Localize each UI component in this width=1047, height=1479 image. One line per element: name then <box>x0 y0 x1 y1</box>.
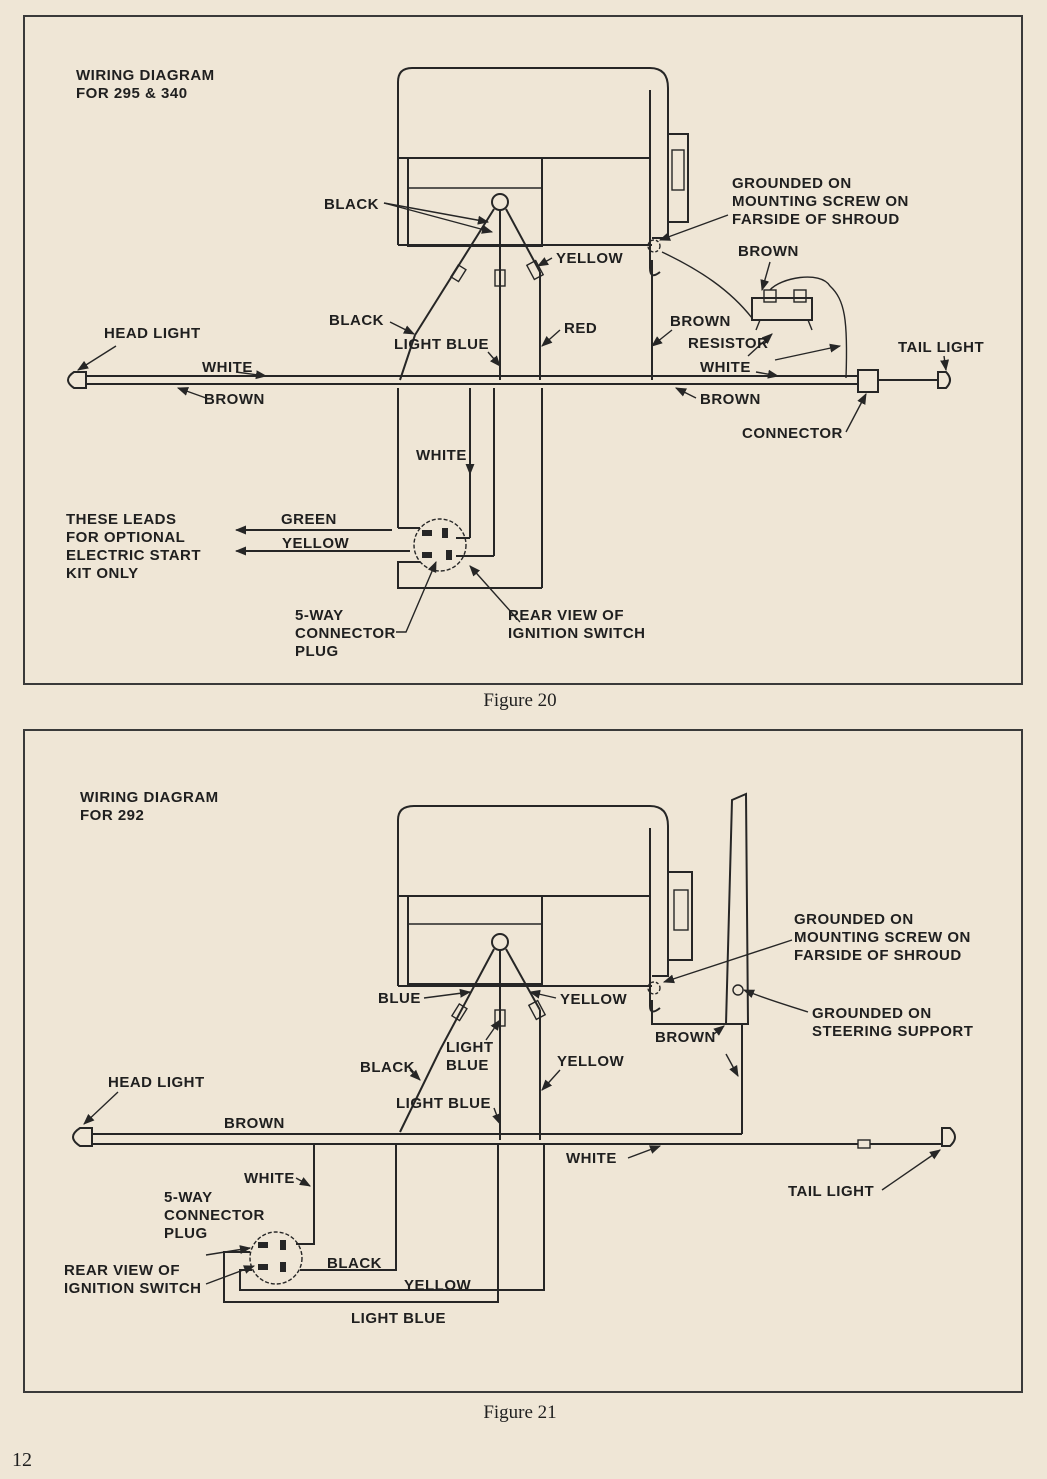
label-brown-main: BROWN <box>224 1115 285 1132</box>
label-rear-view-1: REAR VIEW OF <box>64 1262 180 1279</box>
switch-wiring-21 <box>223 1144 545 1303</box>
harness-20 <box>67 369 951 393</box>
labels-20: WIRING DIAGRAM FOR 295 & 340 BLACK GROUN… <box>66 67 984 660</box>
label-yellow-upper: YELLOW <box>560 991 628 1008</box>
label-black-lower: BLACK <box>329 312 384 329</box>
labels-21: WIRING DIAGRAM FOR 292 GROUNDED ON MOUNT… <box>64 789 973 1327</box>
page-number: 12 <box>12 1449 32 1471</box>
label-plug-3: PLUG <box>295 643 339 660</box>
label-light-blue: LIGHT BLUE <box>394 336 489 353</box>
engine-leads-20 <box>399 208 545 381</box>
ground-20 <box>647 239 753 380</box>
label-blue: BLUE <box>378 990 421 1007</box>
label-light-blue-upper-1: LIGHT <box>446 1039 494 1056</box>
label-brown-left: BROWN <box>204 391 265 408</box>
label-tail-light: TAIL LIGHT <box>898 339 984 356</box>
label-green: GREEN <box>281 511 337 528</box>
figure-21: WIRING DIAGRAM FOR 292 GROUNDED ON MOUNT… <box>23 729 1023 1423</box>
resistor-20 <box>751 276 848 379</box>
label-plug-2: CONNECTOR <box>164 1207 265 1224</box>
label-grounded-shroud-1: GROUNDED ON <box>794 911 914 928</box>
label-grounded-shroud-3: FARSIDE OF SHROUD <box>794 947 962 964</box>
label-red: RED <box>564 320 597 337</box>
label-brown-upper: BROWN <box>738 243 799 260</box>
label-brown-bottom-right: BROWN <box>700 391 761 408</box>
label-resistor: RESISTOR <box>688 335 768 352</box>
label-plug-1: 5-WAY <box>164 1189 213 1206</box>
leaders-20 <box>77 202 950 633</box>
label-brown-right: BROWN <box>670 313 731 330</box>
label-grounded-shroud-2: MOUNTING SCREW ON <box>794 929 971 946</box>
label-leads-4: KIT ONLY <box>66 565 139 582</box>
label-grounded-2: MOUNTING SCREW ON <box>732 193 909 210</box>
figure-21-caption: Figure 21 <box>483 1402 556 1423</box>
label-white-left: WHITE <box>202 359 253 376</box>
label-plug-3: PLUG <box>164 1225 208 1242</box>
figure-20-caption: Figure 20 <box>483 690 556 711</box>
label-leads-3: ELECTRIC START <box>66 547 201 564</box>
label-leads-1: THESE LEADS <box>66 511 177 528</box>
label-white-left: WHITE <box>244 1170 295 1187</box>
label-white-center: WHITE <box>416 447 467 464</box>
fig20-title-line1: WIRING DIAGRAM <box>76 67 215 84</box>
label-leads-2: FOR OPTIONAL <box>66 529 185 546</box>
label-light-blue-lower: LIGHT BLUE <box>351 1310 446 1327</box>
label-black-upper: BLACK <box>360 1059 415 1076</box>
label-grounded-steering-2: STEERING SUPPORT <box>812 1023 973 1040</box>
label-tail-light: TAIL LIGHT <box>788 1183 874 1200</box>
label-black-upper: BLACK <box>324 196 379 213</box>
label-brown-right: BROWN <box>655 1029 716 1046</box>
figure-21-frame <box>23 729 1023 1393</box>
label-rear-view-2: IGNITION SWITCH <box>64 1280 202 1297</box>
fig21-title-line2: FOR 292 <box>80 807 144 824</box>
label-white-main: WHITE <box>566 1150 617 1167</box>
ground-21 <box>647 981 743 1134</box>
label-yellow-lower: YELLOW <box>404 1277 472 1294</box>
label-rear-view-1: REAR VIEW OF <box>508 607 624 624</box>
label-connector: CONNECTOR <box>742 425 843 442</box>
label-white-right: WHITE <box>700 359 751 376</box>
figure-20: WIRING DIAGRAM FOR 295 & 340 BLACK GROUN… <box>23 15 1023 711</box>
figure-20-frame <box>23 15 1023 685</box>
fig21-title-line1: WIRING DIAGRAM <box>80 789 219 806</box>
switch-wiring-20 <box>240 388 543 589</box>
label-grounded-3: FARSIDE OF SHROUD <box>732 211 900 228</box>
label-grounded-1: GROUNDED ON <box>732 175 852 192</box>
label-rear-view-2: IGNITION SWITCH <box>508 625 646 642</box>
label-grounded-steering-1: GROUNDED ON <box>812 1005 932 1022</box>
engine-20 <box>397 67 689 277</box>
engine-leads-21 <box>399 948 547 1140</box>
engine-21 <box>397 805 693 1013</box>
label-head-light: HEAD LIGHT <box>108 1074 205 1091</box>
label-yellow-lead: YELLOW <box>282 535 350 552</box>
label-yellow-upper: YELLOW <box>556 250 624 267</box>
label-black-lower: BLACK <box>327 1255 382 1272</box>
label-plug-2: CONNECTOR <box>295 625 396 642</box>
label-yellow-mid: YELLOW <box>557 1053 625 1070</box>
label-plug-1: 5-WAY <box>295 607 344 624</box>
leaders-21 <box>83 939 941 1285</box>
fig20-title-line2: FOR 295 & 340 <box>76 85 188 102</box>
harness-21 <box>72 1127 956 1149</box>
label-light-blue-mid: LIGHT BLUE <box>396 1095 491 1112</box>
label-light-blue-upper-2: BLUE <box>446 1057 489 1074</box>
label-head-light: HEAD LIGHT <box>104 325 201 342</box>
steering-support-21 <box>724 792 750 1025</box>
